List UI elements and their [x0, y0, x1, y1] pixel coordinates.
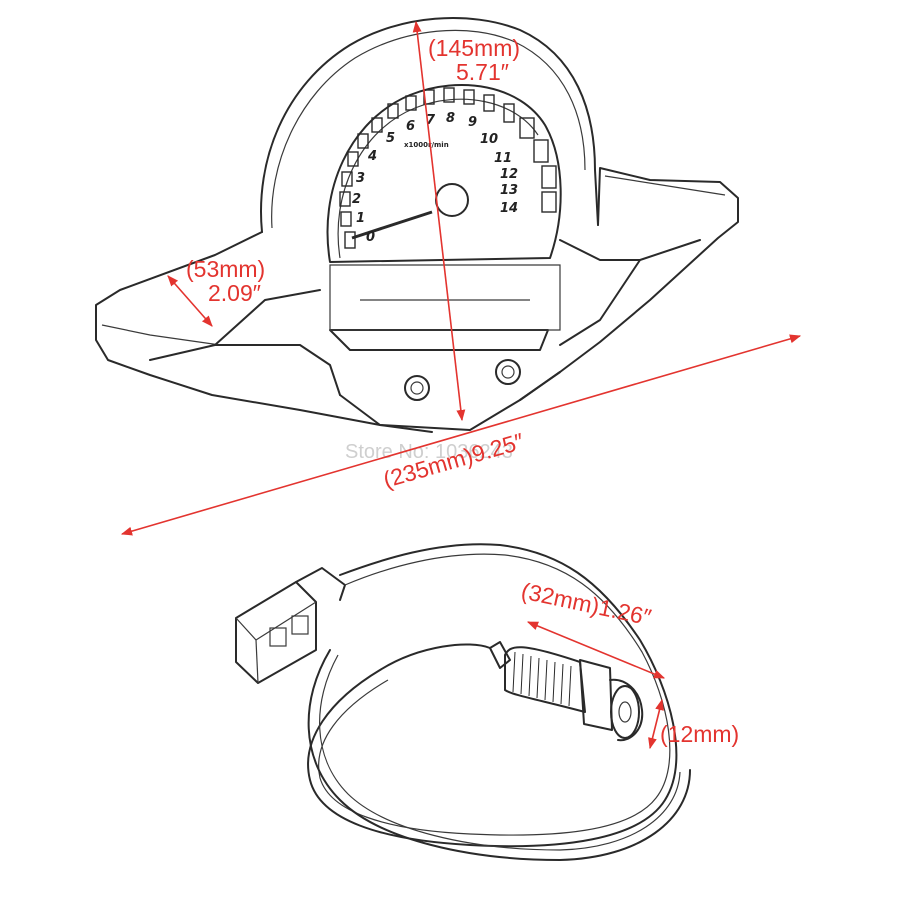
speed-sensor-assembly — [235, 543, 691, 861]
dimension-width: (235mm)9.25″ — [120, 334, 802, 536]
tick-label: 6 — [406, 119, 415, 134]
sensor-diameter-dimension-line — [648, 698, 664, 750]
tick-label: 3 — [356, 171, 365, 186]
tick-label: 0 — [366, 230, 375, 245]
height-metric-label: (145mm) — [428, 35, 520, 61]
tick-label: 9 — [468, 115, 477, 130]
tick-label: 11 — [494, 151, 512, 166]
tick-label: 13 — [500, 183, 518, 198]
gauge-unit-label: x1000r/min — [404, 141, 449, 149]
tick-label: 12 — [500, 167, 518, 182]
dimension-sensor-diameter: (12mm) — [648, 698, 739, 750]
side-depth-imperial-label: 2.09″ — [208, 280, 261, 306]
tick-label: 1 — [356, 211, 365, 226]
side-depth-metric-label: (53mm) — [186, 256, 265, 282]
tachometer-housing — [95, 17, 739, 433]
sensor-length-dimension-line — [526, 621, 666, 679]
side-depth-dimension-line — [167, 275, 213, 327]
tick-label: 5 — [386, 131, 395, 146]
sensor-body — [489, 641, 644, 742]
tick-label: 2 — [352, 192, 361, 207]
tick-label: 10 — [480, 132, 498, 147]
tick-label: 8 — [446, 111, 455, 126]
sensor-diameter-label: (12mm) — [660, 721, 739, 747]
tick-label: 14 — [500, 201, 518, 216]
height-imperial-label: 5.71″ — [456, 59, 509, 85]
tick-label: 4 — [367, 149, 377, 164]
tachometer-dial: 0 1 2 3 4 5 6 7 8 9 10 11 12 13 14 x1000… — [326, 84, 562, 263]
dimension-side-depth: (53mm) 2.09″ — [167, 256, 265, 327]
sensor-length-label: (32mm)1.26″ — [519, 577, 654, 630]
connector-plug — [235, 567, 346, 684]
width-dimension-line — [120, 334, 802, 536]
